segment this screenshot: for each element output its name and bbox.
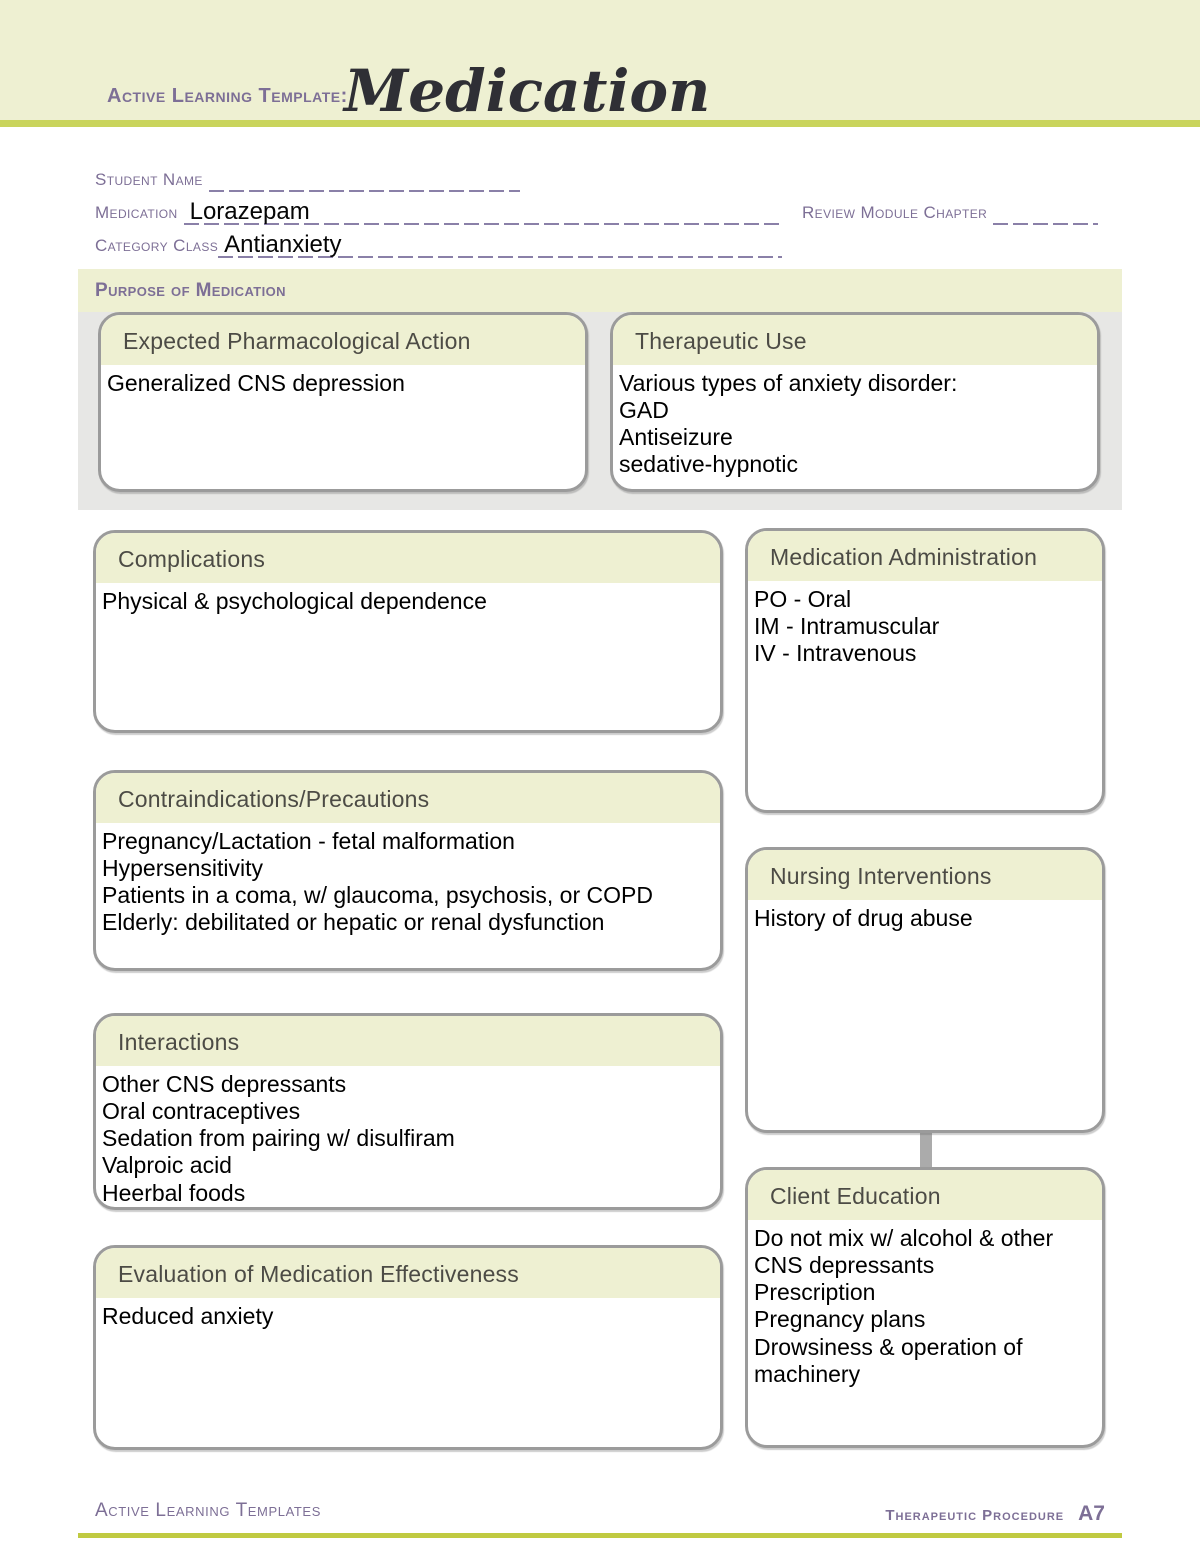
purpose-heading: Purpose of Medication <box>95 279 286 301</box>
purpose-section: Purpose of Medication Expected Pharmacol… <box>78 269 1122 510</box>
nursing-interventions-box: Nursing Interventions History of drug ab… <box>745 847 1105 1133</box>
complications-box: Complications Physical & psychological d… <box>93 530 723 733</box>
review-module-chapter-field[interactable] <box>993 191 1098 225</box>
contraindications-precautions-box: Contraindications/Precautions Pregnancy/… <box>93 770 723 971</box>
box-title: Contraindications/Precautions <box>118 785 430 812</box>
box-connector-line <box>920 1128 932 1172</box>
review-module-chapter-row: Review Module Chapter <box>802 191 1098 225</box>
category-class-value[interactable]: Antianxiety <box>224 230 342 258</box>
nursing-interventions-content[interactable]: History of drug abuse <box>754 905 973 931</box>
box-header: Client Education <box>748 1170 1102 1220</box>
purpose-heading-band: Purpose of Medication <box>78 269 1122 312</box>
student-name-field[interactable] <box>208 158 520 192</box>
footer-page-number: A7 <box>1078 1502 1105 1525</box>
therapeutic-use-content[interactable]: Various types of anxiety disorder: GAD A… <box>619 370 958 478</box>
category-class-row: Category Class Antianxiety <box>95 224 782 258</box>
contraindications-precautions-content[interactable]: Pregnancy/Lactation - fetal malformation… <box>102 828 653 936</box>
medication-administration-content[interactable]: PO - Oral IM - Intramuscular IV - Intrav… <box>754 586 940 667</box>
box-header: Interactions <box>96 1016 720 1066</box>
complications-content[interactable]: Physical & psychological dependence <box>102 588 487 614</box>
footer-right: Therapeutic Procedure A7 <box>885 1502 1105 1526</box>
box-title: Interactions <box>118 1028 240 1055</box>
category-class-label: Category Class <box>95 236 219 255</box>
box-title: Complications <box>118 545 266 572</box>
purpose-panel: Expected Pharmacological Action Generali… <box>78 312 1122 510</box>
box-header: Complications <box>96 533 720 583</box>
box-header: Nursing Interventions <box>748 850 1102 900</box>
medication-value[interactable]: Lorazepam <box>189 197 310 225</box>
client-education-content[interactable]: Do not mix w/ alcohol & other CNS depres… <box>754 1225 1054 1387</box>
interactions-content[interactable]: Other CNS depressants Oral contraceptive… <box>102 1071 455 1206</box>
medication-field[interactable]: Lorazepam <box>183 191 782 225</box>
box-title: Nursing Interventions <box>770 862 992 889</box>
client-education-box: Client Education Do not mix w/ alcohol &… <box>745 1167 1105 1448</box>
template-label: Active Learning Template: <box>107 85 348 107</box>
student-name-label: Student Name <box>95 170 203 189</box>
interactions-box: Interactions Other CNS depressants Oral … <box>93 1013 723 1210</box>
review-module-chapter-label: Review Module Chapter <box>802 203 988 222</box>
medication-row: Medication Lorazepam <box>95 191 782 225</box>
header-divider <box>0 120 1200 127</box>
expected-pharmacological-action-box: Expected Pharmacological Action Generali… <box>98 312 588 492</box>
footer-right-label: Therapeutic Procedure <box>885 1507 1065 1524</box>
student-name-row: Student Name <box>95 158 520 192</box>
expected-pharmacological-action-content[interactable]: Generalized CNS depression <box>107 370 405 396</box>
box-header: Medication Administration <box>748 531 1102 581</box>
box-header: Therapeutic Use <box>613 315 1097 365</box>
box-header: Evaluation of Medication Effectiveness <box>96 1248 720 1298</box>
box-title: Evaluation of Medication Effectiveness <box>118 1260 519 1287</box>
box-title: Therapeutic Use <box>635 327 807 354</box>
evaluation-of-medication-effectiveness-content[interactable]: Reduced anxiety <box>102 1303 274 1329</box>
evaluation-of-medication-effectiveness-box: Evaluation of Medication Effectiveness R… <box>93 1245 723 1450</box>
medication-label: Medication <box>95 203 178 222</box>
footer-left-text: Active Learning Templates <box>95 1500 321 1521</box>
page-title: Medication <box>344 57 711 126</box>
therapeutic-use-box: Therapeutic Use Various types of anxiety… <box>610 312 1100 492</box>
medication-administration-box: Medication Administration PO - Oral IM -… <box>745 528 1105 813</box>
box-title: Expected Pharmacological Action <box>123 327 471 354</box>
box-title: Client Education <box>770 1182 941 1209</box>
footer-divider-line <box>78 1533 1122 1538</box>
category-class-field[interactable]: Antianxiety <box>218 224 782 258</box>
box-header: Contraindications/Precautions <box>96 773 720 823</box>
box-title: Medication Administration <box>770 543 1038 570</box>
header-band: Active Learning Template: Medication <box>0 0 1200 123</box>
box-header: Expected Pharmacological Action <box>101 315 585 365</box>
